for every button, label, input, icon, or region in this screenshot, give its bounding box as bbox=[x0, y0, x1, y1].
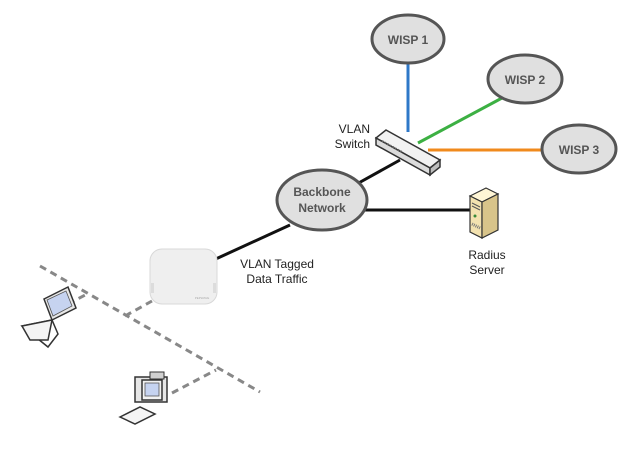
wireless-line-main bbox=[39, 264, 261, 394]
traffic-label-line2: Data Traffic bbox=[246, 272, 307, 286]
access-point-icon: PEPWAVE bbox=[149, 248, 218, 305]
wisp1-node: WISP 1 bbox=[370, 13, 446, 65]
wisp2-label: WISP 2 bbox=[505, 73, 546, 87]
radius-label-line1: Radius bbox=[468, 248, 505, 262]
radius-label-line2: Server bbox=[469, 263, 504, 277]
backbone-label-line1: Backbone bbox=[293, 185, 351, 199]
ap-brand-label: PEPWAVE bbox=[195, 296, 210, 300]
laptop-icon bbox=[20, 285, 77, 349]
switch-label-line2: Switch bbox=[335, 137, 370, 151]
link-ap-backbone bbox=[206, 223, 291, 265]
wisp3-label: WISP 3 bbox=[559, 143, 600, 157]
wisp3-node: WISP 3 bbox=[540, 123, 618, 175]
switch-label-line1: VLAN bbox=[339, 122, 370, 136]
backbone-network-node: Backbone Network bbox=[275, 168, 369, 232]
radius-server-icon bbox=[468, 187, 500, 239]
backbone-label-line2: Network bbox=[298, 201, 346, 215]
link-switch-wisp2 bbox=[417, 96, 503, 145]
wireless-line-ap bbox=[124, 299, 153, 318]
link-backbone-switch bbox=[354, 158, 401, 187]
vlan-switch-icon bbox=[374, 129, 442, 177]
wisp1-label: WISP 1 bbox=[388, 33, 429, 47]
desktop-computer-icon bbox=[118, 371, 168, 425]
wisp2-node: WISP 2 bbox=[486, 53, 564, 105]
wireless-line-desktop bbox=[171, 368, 217, 395]
traffic-label-line1: VLAN Tagged bbox=[240, 257, 314, 271]
